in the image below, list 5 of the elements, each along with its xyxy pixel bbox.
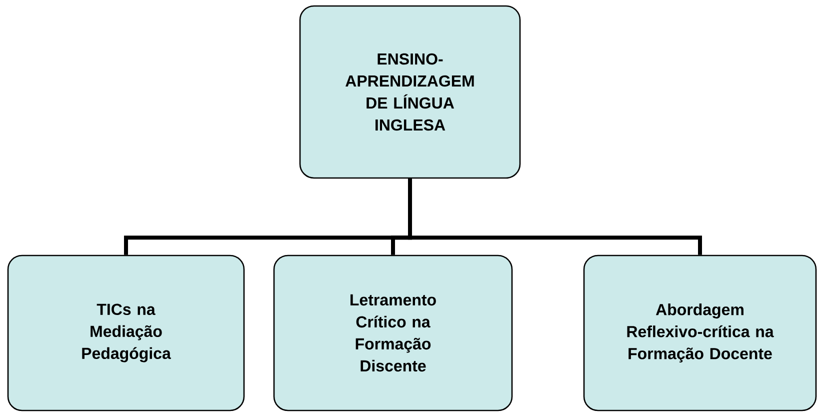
process-box: TICs na Mediação Pedagógica: [7, 254, 245, 412]
connector-line: [408, 178, 702, 255]
process-box: Letramento Crítico na Formação Discente: [273, 254, 513, 412]
process-box: ENSINO-APRENDIZAGEM DE LÍNGUA INGLESA: [299, 5, 521, 179]
process-box: Abordagem Reflexivo-crítica na Formação Docente: [583, 254, 817, 412]
